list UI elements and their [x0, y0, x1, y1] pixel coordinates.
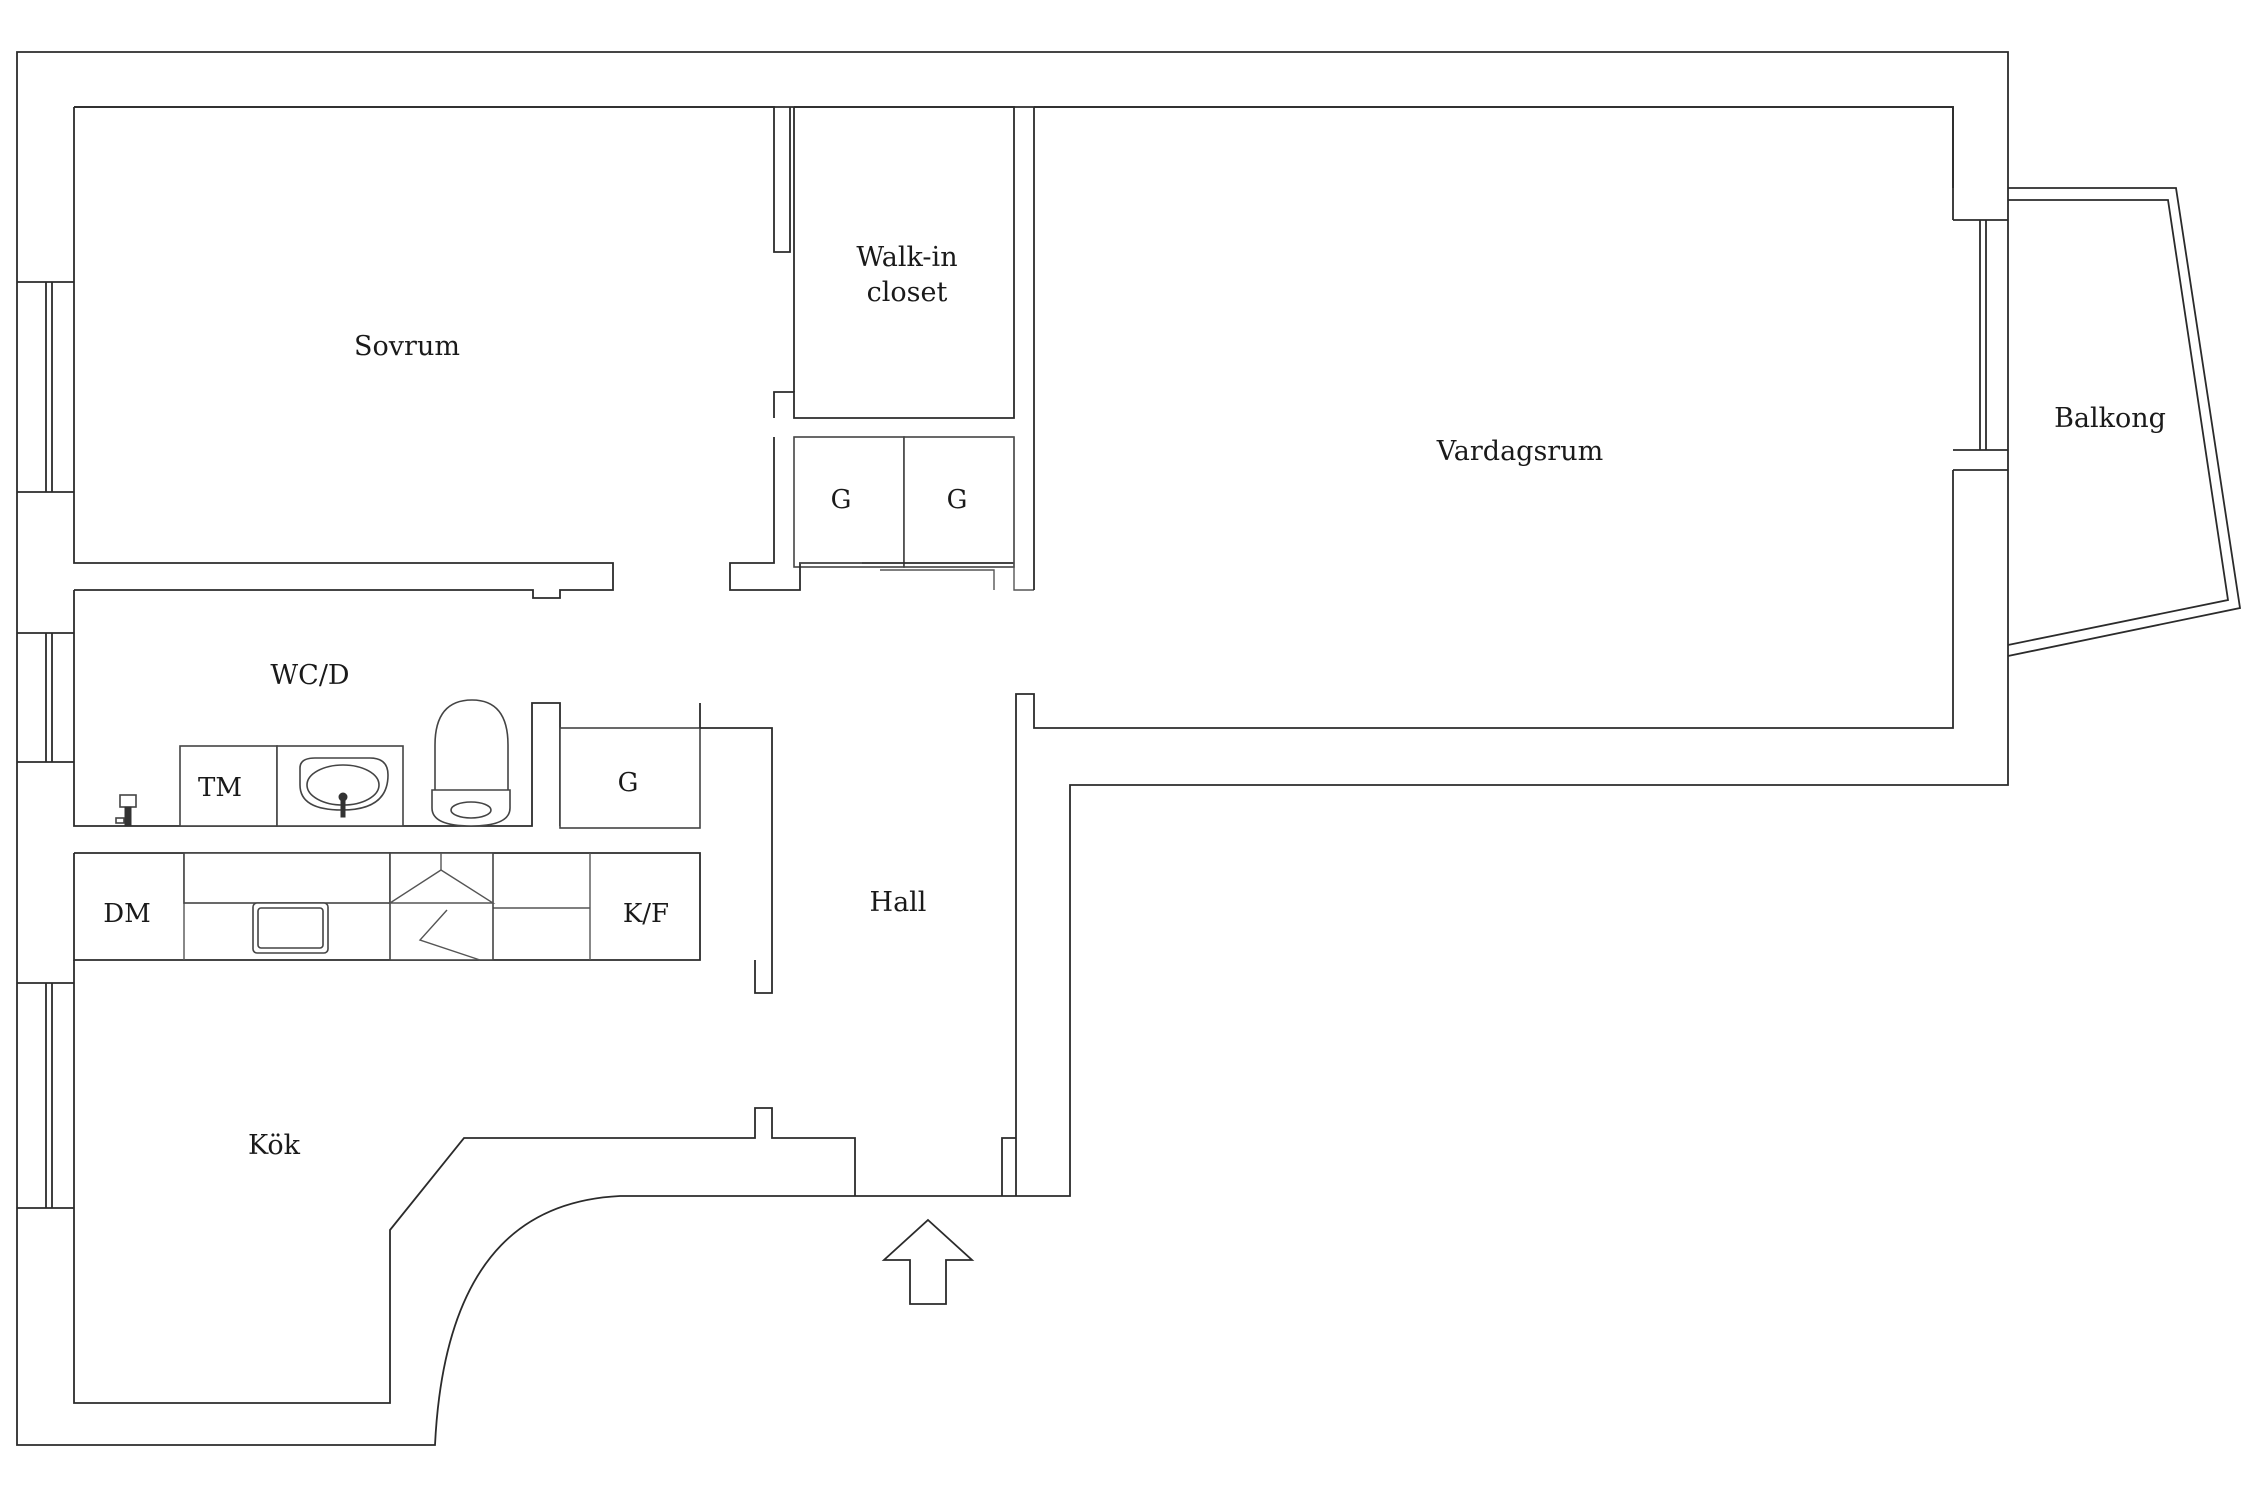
entrance-arrow-icon: [881, 1218, 975, 1305]
label-kf: K/F: [623, 899, 669, 929]
washbasin-icon: [299, 757, 389, 818]
faucet-icon: [115, 794, 137, 826]
hall-closet: [559, 727, 773, 994]
label-hall: Hall: [870, 887, 927, 918]
kitchen-sink-icon: [252, 902, 329, 954]
label-sovrum: Sovrum: [354, 331, 460, 362]
label-tm: TM: [198, 773, 242, 803]
room-walk-in-closet: [729, 106, 1034, 591]
toilet-icon: [431, 699, 511, 827]
room-vardagsrum: [1015, 106, 2008, 1196]
room-kok: [17, 960, 1016, 1404]
label-closet-g-left: G: [831, 485, 852, 515]
label-walk-in-closet-line1: Walk-in: [856, 242, 957, 273]
stove-icon: [387, 852, 496, 961]
label-dm: DM: [103, 899, 150, 929]
kitchen-counter: [73, 852, 701, 961]
label-balkong: Balkong: [2054, 403, 2166, 434]
room-sovrum: [17, 106, 791, 599]
label-wc-d: WC/D: [270, 660, 349, 691]
label-walk-in-closet-line2: closet: [867, 277, 948, 308]
label-vardagsrum: Vardagsrum: [1436, 436, 1603, 467]
label-kok: Kök: [248, 1130, 301, 1161]
label-hall-g: G: [618, 768, 639, 798]
label-closet-g-right: G: [947, 485, 968, 515]
room-balkong: [2007, 187, 2242, 657]
room-wc-d: [17, 590, 561, 827]
